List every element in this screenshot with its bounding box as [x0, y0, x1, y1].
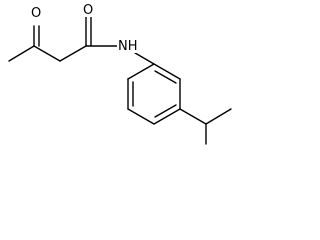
ring-bond-4	[127, 108, 155, 125]
ring-bond-6	[127, 63, 155, 80]
molecule-structure: O O NH	[8, 2, 232, 145]
bond-ring-isopropyl	[179, 108, 207, 125]
bond-ch2-amide	[59, 45, 87, 62]
ring-inner-bond-2	[154, 104, 177, 118]
ketone-oxygen-label: O	[31, 6, 41, 21]
ring-bond-1	[153, 63, 181, 80]
ring-bond-3	[153, 108, 181, 125]
amide-oxygen-label: O	[83, 3, 93, 18]
amide-oxygen-bg	[82, 2, 95, 17]
ketone-oxygen-bg	[30, 5, 43, 20]
bond-ketone-ch2	[33, 45, 61, 62]
ring-inner-bond-1	[154, 70, 177, 84]
bond-isopropyl-methyl-up	[205, 108, 232, 125]
amide-nitrogen-bg	[117, 38, 141, 53]
bond-methyl-ketone	[8, 45, 35, 62]
amide-nitrogen-label: NH	[118, 39, 138, 54]
